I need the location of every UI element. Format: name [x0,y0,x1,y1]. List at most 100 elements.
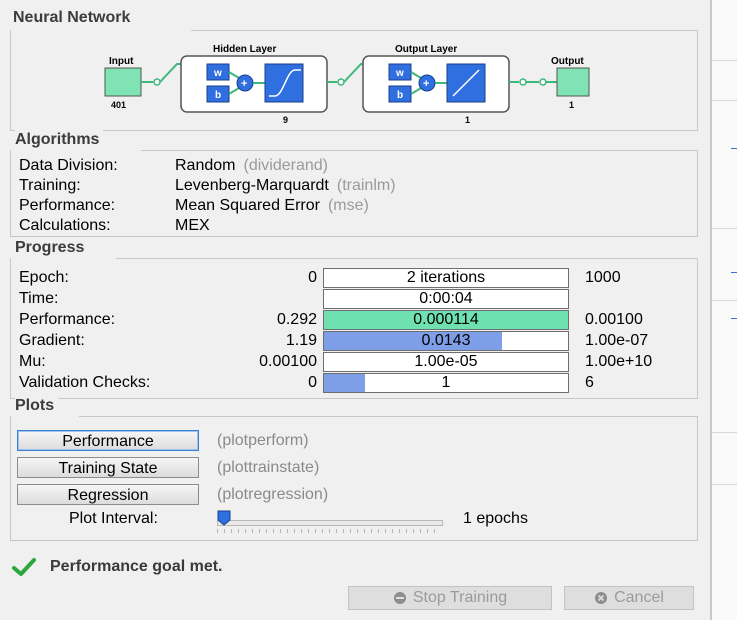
output-weight-symbol: w [395,68,404,79]
hidden-layer: Hidden Layer w b + 9 [180,44,328,125]
progress-row-epoch: Epoch: 0 2 iterations 1000 [11,268,697,288]
algorithm-value: Levenberg-Marquardt [175,177,329,194]
progress-current: 0.0143 [421,332,471,349]
hidden-weight-symbol: w [213,68,222,79]
plot-training-state-button[interactable]: Training State [17,457,199,478]
progress-fill [324,332,503,350]
progress-row-gradient: Gradient: 1.19 0.0143 1.00e-07 [11,331,697,351]
progress-row-mu: Mu: 0.00100 1.00e-05 1.00e+10 [11,352,697,372]
progress-end: 1000 [585,269,621,286]
progress-row-validation: Validation Checks: 0 1 6 [11,373,697,393]
progress-start: 0 [308,374,317,391]
algorithm-fn: (dividerand) [243,157,328,174]
progress-current: 1 [441,374,451,391]
output-bias-block [388,85,412,103]
progress-end: 6 [585,374,594,391]
stop-icon [393,591,406,604]
progress-current: 1.00e-05 [414,353,478,370]
output-layer-size: 1 [465,115,470,125]
algorithm-value: MEX [175,217,210,234]
progress-label: Gradient: [19,332,85,349]
plot-interval-label: Plot Interval: [69,510,158,527]
output-bias-symbol: b [397,90,403,101]
neural-network-panel: Neural Network Input 401 Hidden Layer w … [10,8,698,131]
nntraintool-window: Neural Network Input 401 Hidden Layer w … [0,0,710,620]
checkmark-icon [12,558,36,576]
algorithms-panel: Algorithms Data Division: Random (divider… [10,130,698,237]
panel-title: Algorithms [15,130,104,150]
progress-end: 1.00e-07 [585,332,649,349]
progress-row-performance: Performance: 0.292 0.000114 0.00100 [11,310,697,330]
algorithm-fn: (trainlm) [336,177,396,194]
progress-fill [324,374,366,392]
progress-bar: 0.000114 [323,310,569,330]
plot-regression-button[interactable]: Regression [17,484,199,505]
connector-dot [153,78,161,86]
progress-start: 1.19 [285,332,317,349]
tansig-curve-icon [269,69,301,97]
purelin-line-icon [452,69,480,97]
algorithm-value: Mean Squared Error [175,197,320,214]
progress-current: 0.000114 [413,311,479,328]
progress-end: 1.00e+10 [585,353,653,370]
cancel-label: Cancel [614,589,664,606]
cancel-button[interactable]: Cancel [564,586,694,610]
algorithm-fn: (mse) [327,197,369,214]
slider-ticks [217,529,441,533]
plot-interval-slider[interactable] [217,520,443,526]
output-sum-symbol: + [423,78,429,90]
hidden-sum-symbol: + [241,78,247,90]
plot-fn: (plotregression) [217,486,329,503]
input-node [104,67,142,97]
panel-title: Progress [15,238,89,258]
progress-label: Performance: [19,311,116,328]
output-block: Output 1 [551,56,590,110]
network-diagram: Input 401 Hidden Layer w b + [104,44,590,125]
progress-row-time: Time: 0:00:04 [11,289,697,309]
output-label: Output [551,56,584,67]
algorithm-value: Random [175,157,236,174]
hidden-bias-symbol: b [215,90,221,101]
progress-label: Time: [19,290,59,307]
progress-bar: 1 [323,373,569,393]
algorithm-label: Calculations: [19,217,111,234]
algorithm-label: Data Division: [19,157,118,174]
progress-start: 0.00100 [259,353,317,370]
output-layer: Output Layer w b + 1 [362,44,510,125]
panel-title: Plots [15,396,59,416]
progress-label: Epoch: [19,269,69,286]
status-text: Performance goal met. [50,558,223,575]
algorithm-label: Training: [19,177,81,194]
algorithm-label: Performance: [19,197,116,214]
hidden-size: 9 [283,115,288,125]
progress-bar: 2 iterations [323,268,569,288]
output-size: 1 [569,100,574,110]
plot-fn: (plotperform) [217,432,309,449]
progress-bar: 1.00e-05 [323,352,569,372]
progress-current: 0:00:04 [419,290,473,307]
input-label: Input [109,56,134,67]
input-size: 401 [111,100,126,110]
progress-current: 2 iterations [406,269,486,286]
progress-fill [324,311,568,329]
progress-bar: 0:00:04 [323,289,569,309]
progress-panel: Progress Epoch: 0 2 iterations 1000 Time… [10,238,698,399]
progress-bar: 0.0143 [323,331,569,351]
progress-label: Validation Checks: [19,374,151,391]
hidden-bias-block [206,85,230,103]
plot-interval-value: 1 epochs [463,510,528,527]
slider-thumb[interactable] [217,510,231,526]
input-block: Input 401 [104,56,142,110]
cancel-icon [595,591,608,604]
output-layer-title: Output Layer [395,44,457,55]
stop-training-label: Stop Training [412,589,508,606]
progress-label: Mu: [19,353,46,370]
panel-title: Neural Network [13,8,135,28]
progress-start: 0.292 [276,311,317,328]
plots-panel: Plots Performance (plotperform) Training… [10,396,698,541]
plot-fn: (plottrainstate) [217,459,320,476]
stop-training-button[interactable]: Stop Training [348,586,552,610]
plot-performance-button[interactable]: Performance [17,430,199,451]
output-node [556,67,590,97]
hidden-layer-title: Hidden Layer [213,44,276,55]
